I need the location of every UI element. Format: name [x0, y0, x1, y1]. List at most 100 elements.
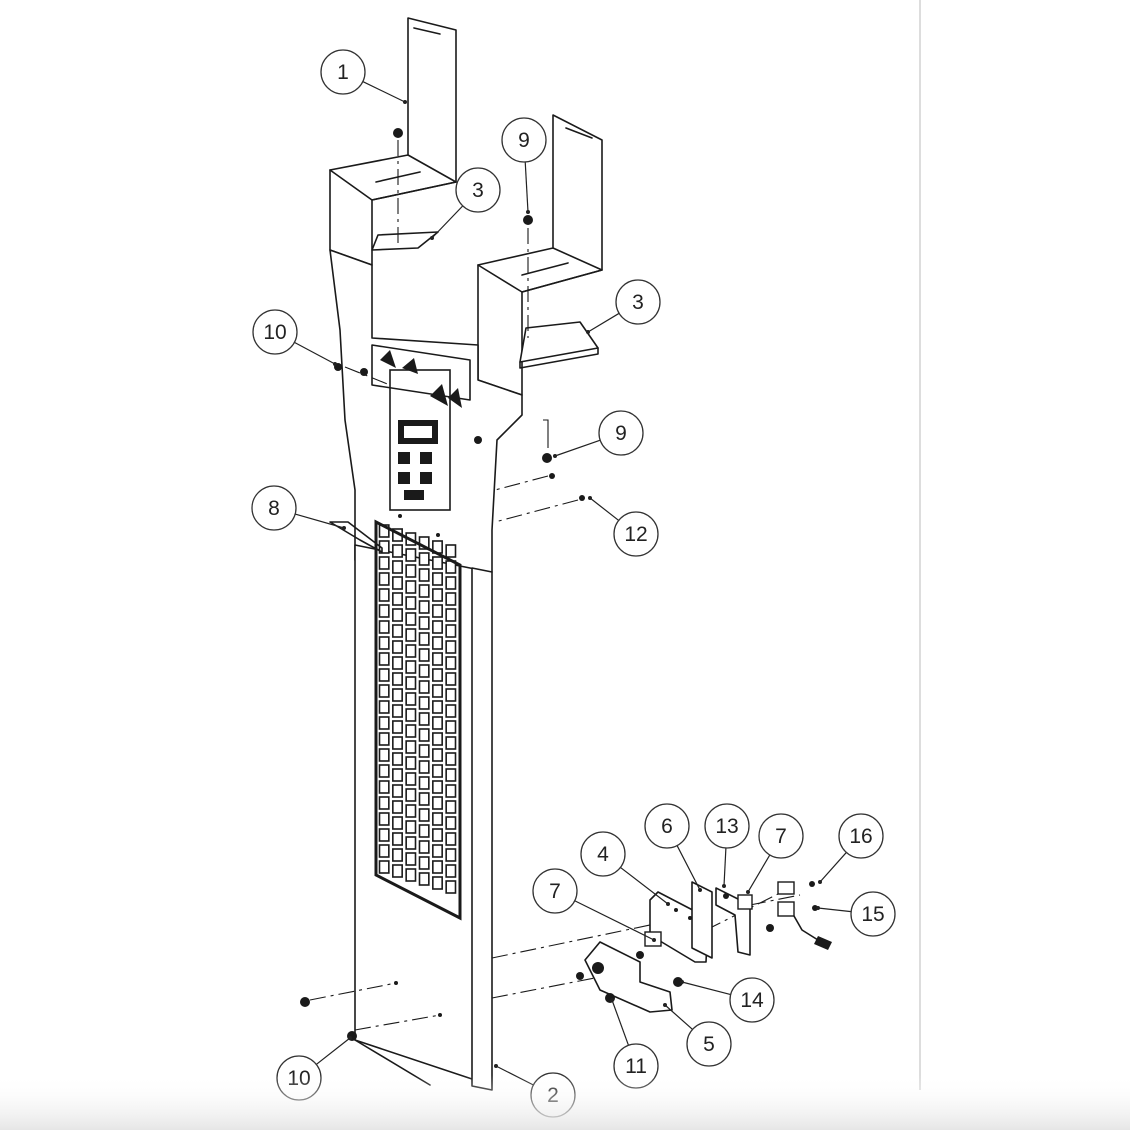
- grille-slot: [378, 668, 390, 682]
- grille-slot: [392, 800, 403, 814]
- grille-slot: [392, 688, 403, 702]
- callout-number-5: 5: [703, 1033, 715, 1056]
- callout-number-9: 9: [615, 422, 627, 445]
- callout-leader-tip: [526, 210, 530, 214]
- grille-slot: [445, 544, 457, 558]
- grille-frame: [374, 519, 462, 921]
- callout-leader-line: [587, 312, 620, 333]
- callout-number-6: 6: [661, 815, 673, 838]
- column-head-section: [329, 249, 523, 573]
- grille-slot: [405, 564, 417, 578]
- callout-leader-line: [554, 439, 601, 457]
- lower-bracket-assembly: [576, 881, 832, 1013]
- callout-leader-tip: [666, 902, 670, 906]
- grille-slot: [405, 788, 417, 802]
- grille-slot: [418, 680, 430, 694]
- grille-slot: [418, 552, 430, 566]
- handle-part: [329, 521, 383, 553]
- ventilation-grille: [374, 519, 462, 921]
- callout-circle: [704, 803, 750, 849]
- grille-slot: [405, 772, 417, 786]
- grille-slot: [418, 600, 430, 614]
- grille-slot: [418, 696, 430, 710]
- grille-slot: [445, 864, 457, 878]
- grille-slot: [432, 844, 443, 858]
- grille-slot: [378, 812, 390, 826]
- grille-slot: [445, 848, 457, 862]
- grille-slot: [418, 744, 430, 758]
- callout-circle: [686, 1021, 732, 1067]
- grille-slot: [378, 828, 390, 842]
- grille-slot: [432, 556, 443, 570]
- bottom-fade: [0, 1075, 1130, 1130]
- grille-slot: [418, 808, 430, 822]
- grille-slot: [392, 544, 403, 558]
- grille-slot: [445, 592, 457, 606]
- callout-number-12: 12: [624, 523, 647, 546]
- assembly-lines: [309, 140, 801, 1031]
- grille-slot: [392, 816, 403, 830]
- grille-slot: [405, 596, 417, 610]
- grille-slot: [392, 864, 403, 878]
- grille-slot: [418, 824, 430, 838]
- grille-slot: [432, 604, 443, 618]
- callout-leader-line: [294, 513, 345, 529]
- bracket-part-5: [584, 941, 673, 1013]
- callout-number-8: 8: [268, 497, 280, 520]
- grille-slot: [432, 860, 443, 874]
- grille-slot: [432, 620, 443, 634]
- grille-slot: [392, 576, 403, 590]
- callout-leader-tip: [663, 1003, 667, 1007]
- grille-slot: [405, 820, 417, 834]
- grille-slot: [445, 688, 457, 702]
- grille-slot: [432, 812, 443, 826]
- grille-slot: [445, 880, 457, 894]
- grille-slot: [445, 624, 457, 638]
- grille-slot: [432, 668, 443, 682]
- grille-slot: [432, 572, 443, 586]
- grille-slot: [378, 604, 390, 618]
- grille-slot: [432, 636, 443, 650]
- callout-circle: [613, 511, 659, 557]
- callout-circle: [580, 831, 626, 877]
- grille-slot: [378, 796, 390, 810]
- grille-slot: [392, 832, 403, 846]
- grille-slot: [432, 876, 443, 890]
- callout-circle: [644, 803, 690, 849]
- callout-circle: [252, 309, 298, 355]
- grille-slot: [392, 656, 403, 670]
- grille-slot: [445, 784, 457, 798]
- callout-leader-tip: [746, 890, 750, 894]
- callout-leader-tip: [553, 454, 557, 458]
- callout-leader-tip: [586, 330, 590, 334]
- grille-slot: [432, 652, 443, 666]
- grille-slot: [378, 700, 390, 714]
- callout-leader-line: [294, 341, 336, 365]
- callout-circle: [729, 977, 775, 1023]
- grille-slot: [418, 776, 430, 790]
- callout-circle: [615, 279, 661, 325]
- grille-slot: [405, 724, 417, 738]
- callout-circle: [251, 485, 297, 531]
- grille-slot: [392, 608, 403, 622]
- grille-slot: [378, 636, 390, 650]
- callout-leader-tip: [652, 938, 656, 942]
- grille-slot: [445, 720, 457, 734]
- grille-slot: [418, 584, 430, 598]
- grille-slot: [378, 588, 390, 602]
- callout-circle: [532, 868, 578, 914]
- callout-number-4: 4: [597, 843, 609, 866]
- grille-slot: [405, 628, 417, 642]
- grille-slot: [378, 556, 390, 570]
- grille-slot: [405, 868, 417, 882]
- grille-slot: [418, 632, 430, 646]
- callout-leader-line: [315, 1037, 351, 1065]
- grille-slot: [378, 684, 390, 698]
- callout-leader-tip: [818, 880, 822, 884]
- callout-circle: [850, 891, 896, 937]
- grille-slot: [432, 716, 443, 730]
- grille-slot: [405, 676, 417, 690]
- callout-circle: [598, 410, 644, 456]
- grille-slot: [405, 804, 417, 818]
- callout-leader-line: [819, 852, 847, 883]
